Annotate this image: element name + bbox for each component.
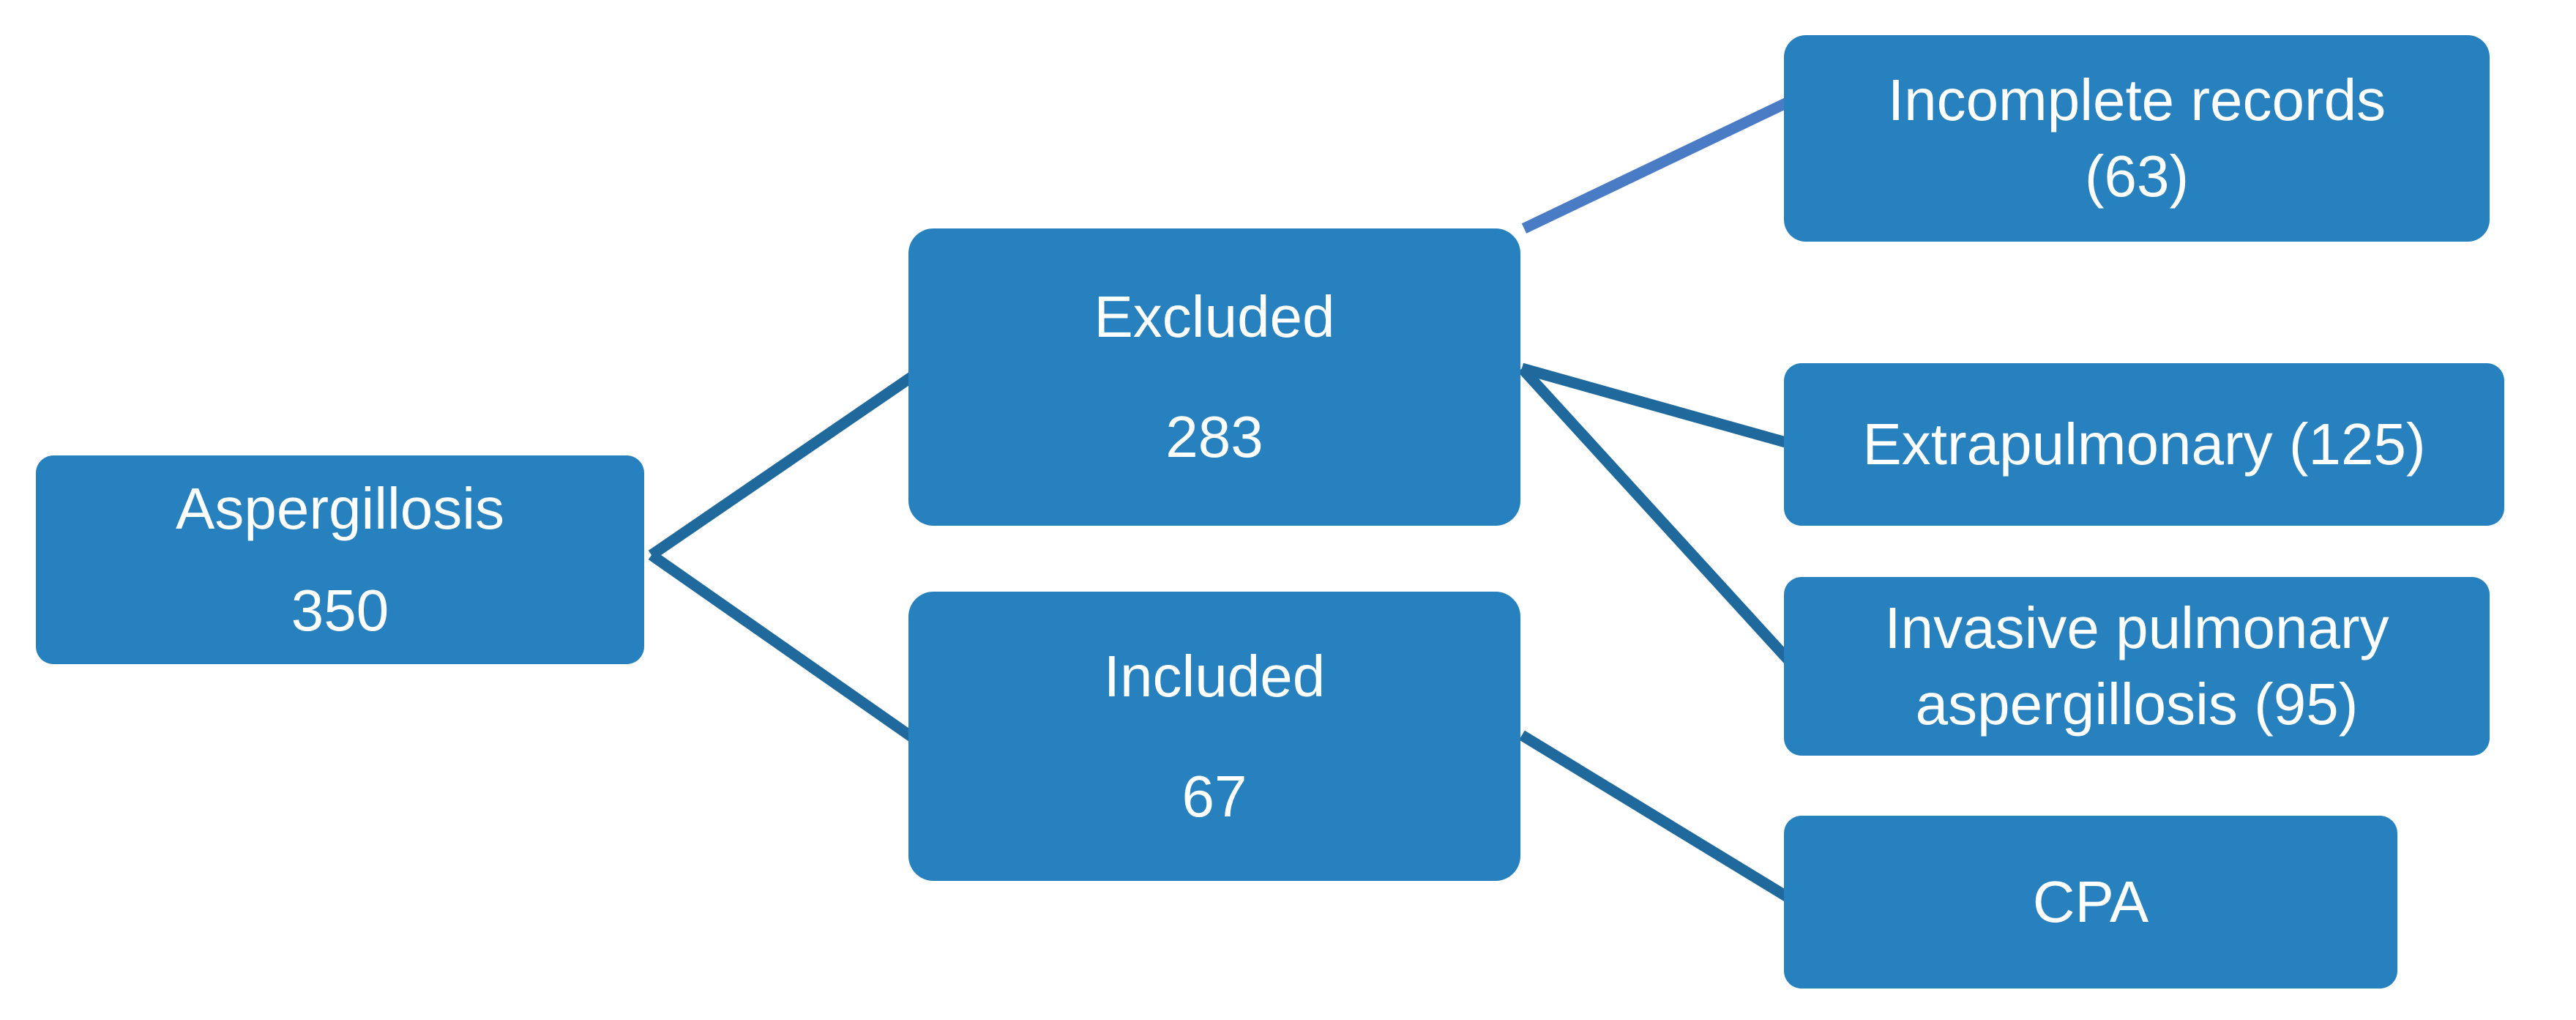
- node-incomplete-records-label-line1: Incomplete records: [1887, 67, 2386, 133]
- node-cpa-label: CPA: [2032, 869, 2149, 934]
- node-invasive-label-line1: Invasive pulmonary: [1884, 595, 2389, 660]
- node-extrapulmonary: Extrapulmonary (125): [1784, 363, 2504, 526]
- node-aspergillosis: Aspergillosis 350: [36, 455, 644, 664]
- node-excluded-count: 283: [1165, 404, 1263, 469]
- node-invasive-pulmonary-aspergillosis: Invasive pulmonary aspergillosis (95): [1784, 577, 2490, 756]
- node-cpa: CPA: [1784, 816, 2397, 989]
- node-excluded: Excluded 283: [908, 228, 1520, 526]
- node-extrapulmonary-label: Extrapulmonary (125): [1862, 412, 2426, 477]
- node-included-title: Included: [1103, 643, 1326, 709]
- connector-included-cpa: [1519, 730, 1796, 906]
- node-incomplete-records-label-line2: (63): [2084, 144, 2189, 209]
- connector-root-excluded: [648, 372, 915, 560]
- node-included: Included 67: [908, 592, 1520, 881]
- connector-root-included: [648, 550, 915, 742]
- node-aspergillosis-count: 350: [291, 578, 389, 643]
- node-invasive-label-line2: aspergillosis (95): [1915, 671, 2359, 737]
- connector-excluded-incomplete-records: [1521, 94, 1796, 234]
- node-included-count: 67: [1181, 763, 1247, 829]
- connector-excluded-extrapulmonary: [1520, 362, 1796, 450]
- node-incomplete-records: Incomplete records (63): [1784, 35, 2490, 242]
- connector-excluded-invasive-pulmonary: [1517, 364, 1798, 670]
- node-aspergillosis-title: Aspergillosis: [175, 476, 505, 541]
- node-excluded-title: Excluded: [1094, 284, 1335, 349]
